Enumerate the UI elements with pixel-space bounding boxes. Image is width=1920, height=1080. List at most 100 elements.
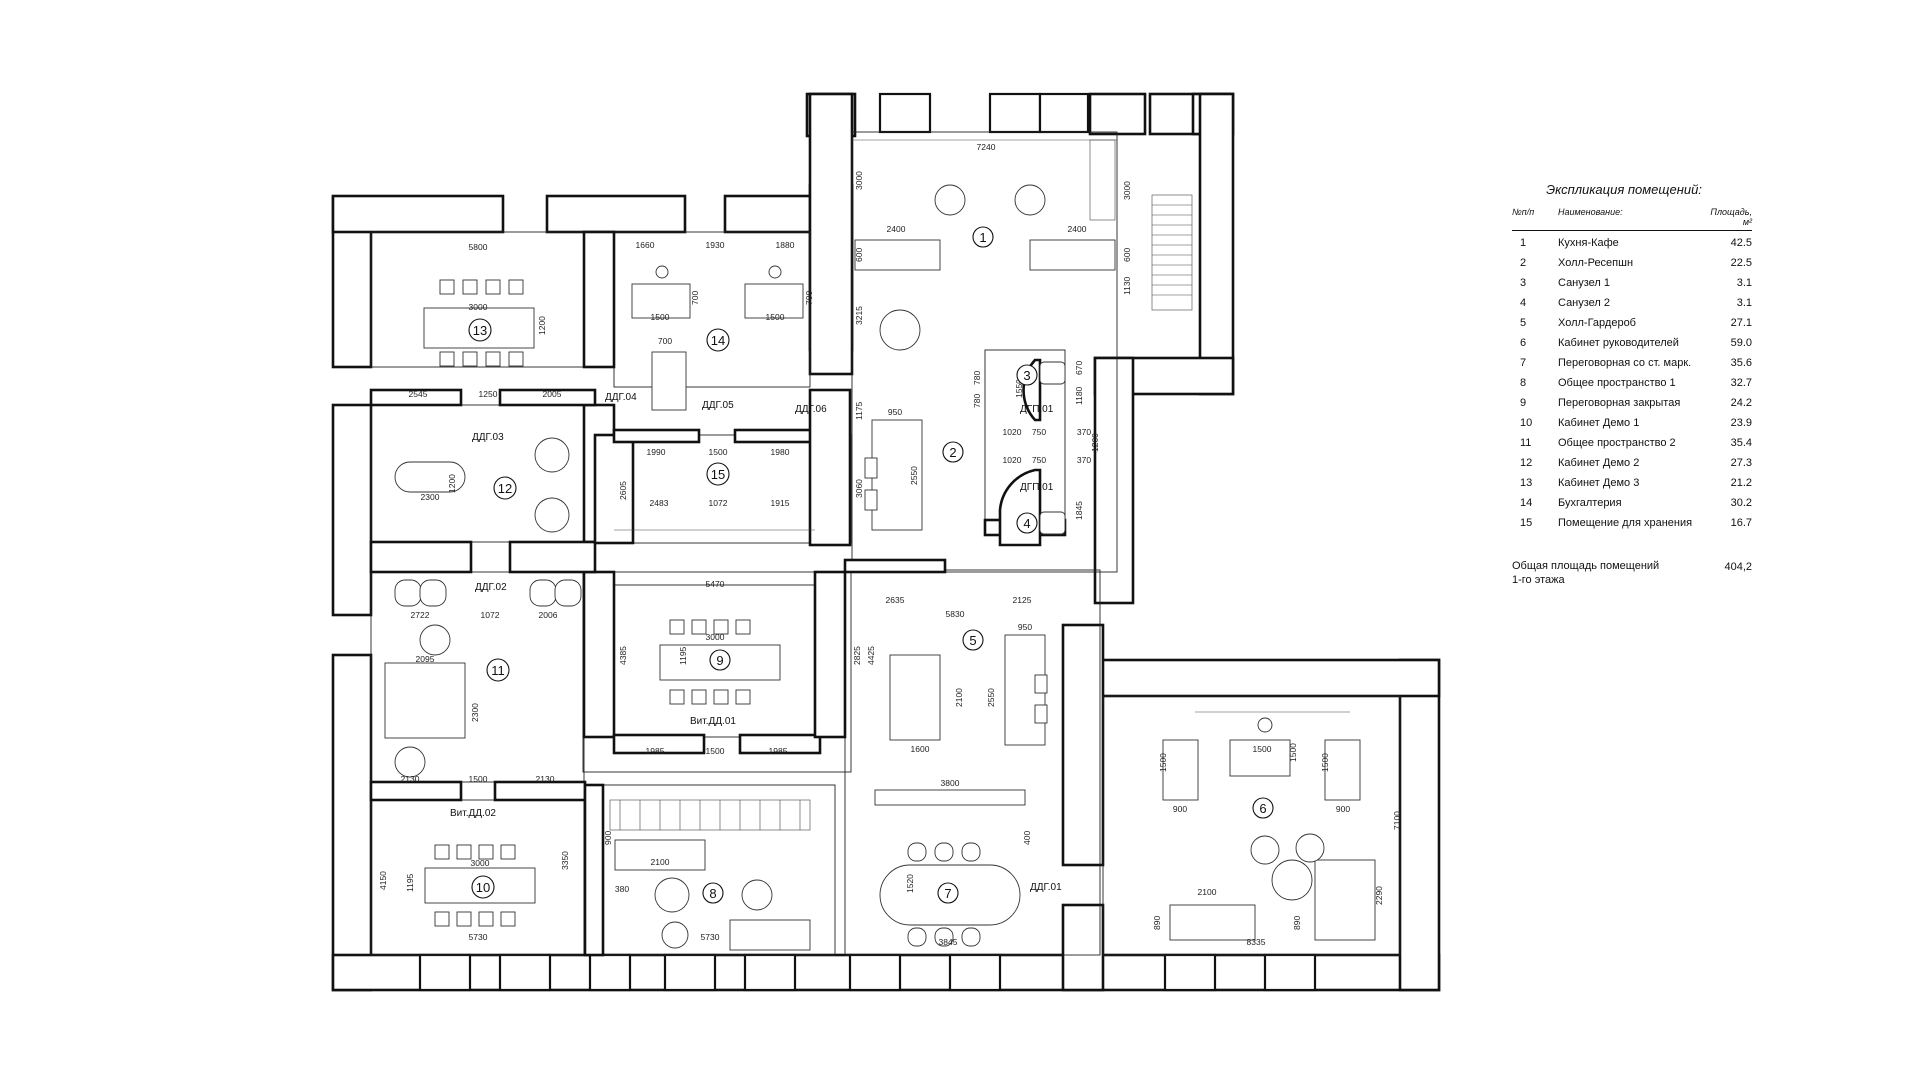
row-num: 4	[1520, 297, 1527, 309]
dimension-label: 3000	[854, 171, 864, 190]
dimension-label: 950	[1018, 622, 1032, 632]
dimension-label: 890	[1292, 916, 1302, 930]
room-number: 5	[969, 633, 976, 648]
dimension-label: 1980	[771, 447, 790, 457]
row-num: 7	[1520, 357, 1527, 369]
staircase	[609, 194, 1193, 831]
row-num: 3	[1520, 277, 1527, 289]
dimension-label: 5730	[469, 932, 488, 942]
dimension-label: 3800	[941, 778, 960, 788]
room-number: 12	[498, 481, 512, 496]
row-area: 3.1	[1736, 297, 1752, 309]
room-number: 1	[979, 230, 986, 245]
dimension-label: 2130	[536, 774, 555, 784]
row-name: Переговорная со ст. марк.	[1558, 357, 1692, 369]
row-num: 9	[1520, 397, 1527, 409]
room-schedule: Экспликация помещений: №п/п Наименование…	[1512, 182, 1752, 587]
dimension-label: 1520	[905, 874, 915, 893]
room-number: 11	[491, 663, 505, 678]
dimension-label: 1660	[636, 240, 655, 250]
dimension-label: 2005	[543, 389, 562, 399]
door-label: Вит.ДД.02	[450, 808, 496, 819]
dimension-label: 1200	[1090, 433, 1100, 452]
row-name: Общее пространство 2	[1558, 437, 1676, 449]
row-num: 14	[1520, 497, 1533, 509]
dimension-label: 4425	[866, 646, 876, 665]
dimension-label: 3845	[939, 937, 958, 947]
dimension-label: 2100	[1198, 887, 1217, 897]
dimension-label: 1500	[651, 312, 670, 322]
dimension-label: 1195	[405, 873, 415, 892]
dimension-label: 700	[658, 336, 672, 346]
row-num: 10	[1520, 417, 1533, 429]
dimension-label: 5800	[469, 242, 488, 252]
dimension-label: 2722	[411, 610, 430, 620]
dimension-label: 2300	[470, 703, 480, 722]
dimension-label: 750	[1032, 455, 1046, 465]
dimension-label: 5730	[701, 932, 720, 942]
dimension-label: 2130	[401, 774, 420, 784]
dimension-label: 2483	[650, 498, 669, 508]
door-label: ДДГ.03	[472, 432, 504, 443]
dimension-label: 7240	[977, 142, 996, 152]
dimension-label: 2100	[954, 688, 964, 707]
dimension-label: 3000	[1122, 181, 1132, 200]
dimension-label: 7100	[1392, 811, 1402, 830]
door-label: ДДГ.02	[475, 582, 507, 593]
row-num: 15	[1520, 517, 1533, 529]
dimension-label: 2635	[886, 595, 905, 605]
dimension-label: 780	[972, 371, 982, 385]
row-num: 11	[1520, 437, 1532, 449]
row-num: 8	[1520, 377, 1527, 389]
door-label: Вит.ДД.01	[690, 716, 736, 727]
dimension-label: 2605	[618, 481, 628, 500]
row-name: Переговорная закрытая	[1558, 397, 1681, 409]
row-area: 32.7	[1730, 377, 1752, 389]
dimension-label: 900	[1173, 804, 1187, 814]
dimension-label: 4385	[618, 646, 628, 665]
total-label: Общая площадь помещений	[1512, 560, 1660, 572]
room-number: 2	[949, 445, 956, 460]
dimension-label: 2400	[1068, 224, 1087, 234]
dimension-label: 3000	[471, 858, 490, 868]
dimension-label: 2825	[852, 646, 862, 665]
dimension-label: 1072	[481, 610, 500, 620]
door-labels: ДДГ.01 ДДГ.02 ДДГ.03 ДДГ.04 ДДГ.05 ДДГ.0…	[450, 392, 1062, 893]
row-area: 24.2	[1730, 397, 1752, 409]
room-number: 9	[716, 653, 723, 668]
dimension-label: 900	[603, 831, 613, 845]
room-number: 13	[473, 323, 487, 338]
row-area: 23.9	[1730, 417, 1752, 429]
dimension-label: 2400	[887, 224, 906, 234]
room-number: 8	[709, 886, 716, 901]
row-num: 5	[1520, 317, 1527, 329]
row-name: Санузел 2	[1558, 297, 1611, 309]
room-markers: 1 2 3 4 5 6 7 8 9 10 11 12 13 14 15	[468, 226, 1274, 904]
dimension-label: 3000	[706, 632, 725, 642]
dimension-label: 3060	[854, 479, 864, 498]
dimension-label: 380	[615, 884, 629, 894]
dimension-label: 1500	[709, 447, 728, 457]
dimension-label: 1930	[706, 240, 725, 250]
dimension-label: 3215	[854, 306, 864, 325]
door-label: ДДГ.06	[795, 404, 827, 415]
dimension-label: 1990	[647, 447, 666, 457]
dimension-label: 2006	[539, 610, 558, 620]
header-name: Наименование:	[1558, 207, 1623, 217]
schedule-row: 9 Переговорная закрытая 24.2	[1512, 393, 1752, 413]
dimension-label: 400	[1022, 831, 1032, 845]
dimension-label: 780	[972, 394, 982, 408]
row-name: Общее пространство 1	[1558, 377, 1676, 389]
dimension-label: 1200	[537, 316, 547, 335]
dimension-label: 1500	[766, 312, 785, 322]
dimension-label: 1500	[1253, 744, 1272, 754]
dimension-label: 4150	[378, 871, 388, 890]
dimension-label: 2545	[409, 389, 428, 399]
dimension-label: 1550	[1014, 379, 1024, 398]
dimension-label: 670	[1074, 361, 1084, 375]
